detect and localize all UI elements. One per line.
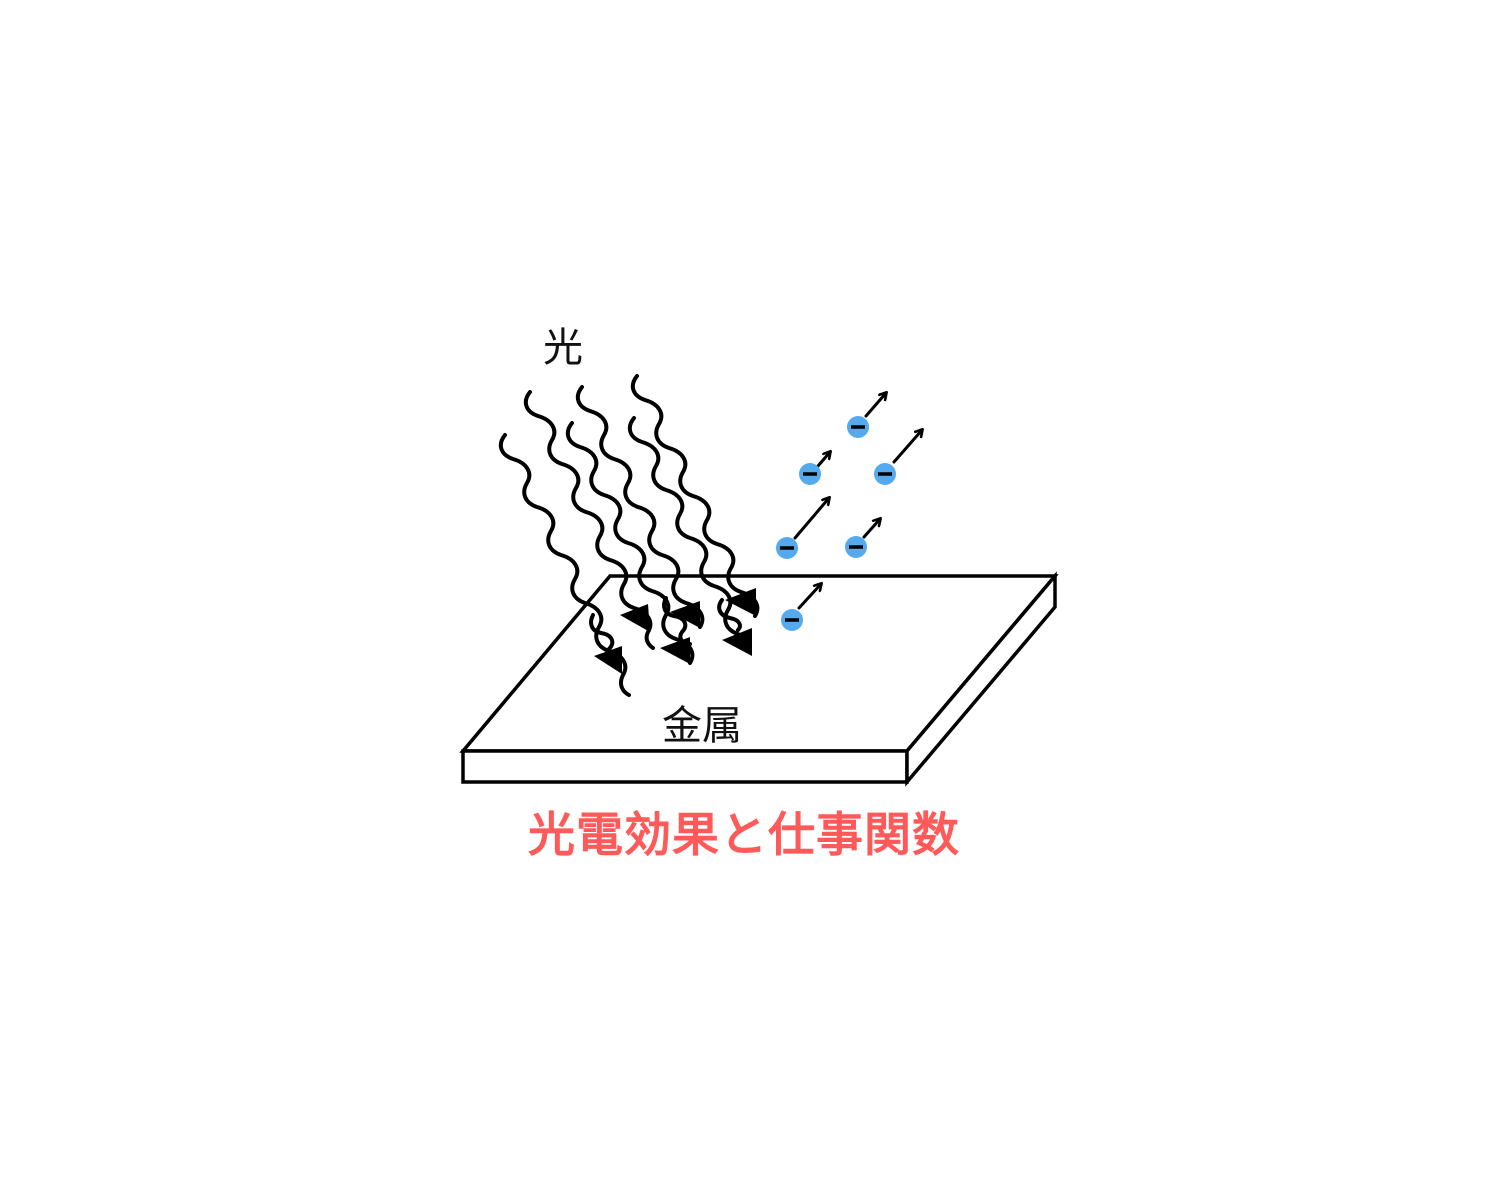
arrowhead-1 — [594, 646, 622, 674]
arrowhead-5 — [725, 588, 756, 616]
photon-arrowheads — [594, 588, 756, 674]
light-waves — [498, 374, 760, 697]
light-wave-3 — [565, 421, 695, 665]
electron-arrow-3 — [892, 430, 922, 464]
arrowhead-4 — [660, 637, 690, 664]
light-wave-9 — [717, 598, 742, 632]
light-wave-6 — [630, 374, 760, 618]
electron-arrow-5 — [862, 519, 880, 539]
electron-arrow-2 — [816, 452, 830, 468]
arrowhead-2 — [620, 604, 650, 632]
slab-front-face — [461, 749, 909, 784]
electron-arrow-6 — [797, 584, 821, 610]
electron-arrow-4 — [793, 498, 829, 540]
arrowhead-3 — [670, 601, 700, 628]
slab-right-face — [905, 571, 1057, 787]
light-label: 光 — [543, 325, 583, 371]
arrowhead-6 — [722, 628, 752, 656]
light-wave-5 — [627, 416, 740, 636]
electrons — [776, 393, 922, 631]
diagram-title: 光電効果と仕事関数 — [528, 808, 960, 863]
electron-arrow-1 — [864, 393, 886, 418]
metal-slab — [459, 571, 1059, 787]
metal-label: 金属 — [662, 703, 742, 749]
slab-top-face — [459, 574, 1059, 753]
light-wave-4 — [575, 385, 705, 629]
